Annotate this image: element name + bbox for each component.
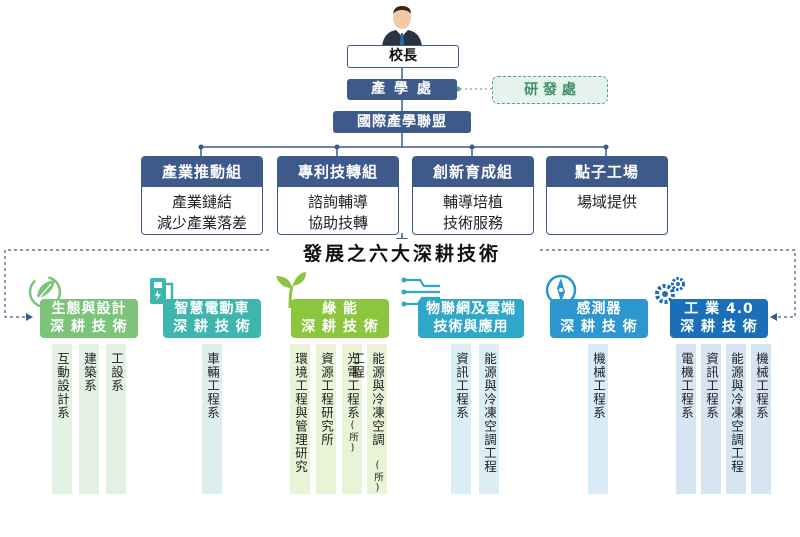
dept-name: 資訊工程系: [704, 352, 719, 420]
tech-subtitle: 深 耕 技 術: [560, 319, 638, 335]
dept-name: 工設系: [109, 352, 124, 393]
dept-column: 能源與冷凍空調工程(所): [350, 344, 387, 495]
dept-name: 能源與冷凍空調工程: [729, 352, 744, 474]
dept-name: 資源工程研究所: [319, 352, 334, 447]
tech-subtitle: 技術與應用: [433, 319, 509, 335]
group-title: 點子工場: [547, 157, 667, 187]
tech-group-smart-ev: 智慧電動車 深 耕 技 術: [163, 299, 261, 338]
tech-title: 物聯網及雲端: [426, 301, 516, 317]
dept-name: 資訊工程系: [454, 352, 469, 420]
dept-name: 互動設計系: [55, 352, 70, 420]
tech-group-iot-cloud: 物聯網及雲端 技術與應用: [418, 299, 524, 338]
tech-title: 綠 能: [322, 301, 358, 317]
office-box: 產 學 處: [347, 79, 457, 100]
dept-column: 互動設計系: [52, 344, 72, 494]
group-line: 減少產業落差: [156, 214, 247, 232]
group-line: 協助技轉: [307, 214, 368, 232]
dept-column: 工設系: [106, 344, 126, 494]
group-line: 產業鏈結: [171, 193, 232, 211]
group-card-patent: 專利技轉組 諮詢輔導協助技轉: [277, 156, 399, 235]
tech-subtitle: 深 耕 技 術: [173, 319, 251, 335]
dept-column: 能源與冷凍空調工程: [726, 344, 746, 494]
dept-column: 光電工程系(所): [342, 344, 362, 494]
rd-office-box: 研 發 處: [492, 76, 608, 104]
dept-column: 機械工程系: [751, 344, 771, 494]
tech-title: 智慧電動車: [174, 301, 250, 317]
group-line: 場域提供: [576, 193, 637, 211]
tech-subtitle: 深 耕 技 術: [50, 319, 128, 335]
six-tech-title: 發展之六大深耕技術: [270, 239, 534, 266]
tech-title: 生態與設計: [51, 301, 127, 317]
group-line: 輔導培植: [442, 193, 503, 211]
group-line: 諮詢輔導: [307, 193, 368, 211]
dept-name: 能源與冷凍空調工程: [482, 352, 497, 474]
dept-name: 能源與冷凍空調工程: [350, 352, 385, 447]
dept-column: 電機工程系: [676, 344, 696, 494]
dept-suffix: (所): [347, 419, 358, 455]
group-card-makerspace: 點子工場 場域提供: [546, 156, 668, 235]
tech-title: 感測器: [576, 301, 622, 317]
dept-name: 環境工程與管理研究: [293, 352, 308, 474]
dept-name: 光電工程系: [345, 352, 360, 420]
group-title: 產業推動組: [142, 157, 262, 187]
dept-name: 機械工程系: [754, 352, 769, 420]
group-line: 技術服務: [442, 214, 503, 232]
dept-column: 資訊工程系: [701, 344, 721, 494]
alliance-box: 國際產學聯盟: [333, 111, 471, 133]
tech-title: 工 業 4.0: [684, 301, 754, 317]
dept-column: 資訊工程系: [451, 344, 471, 494]
dept-name: 建築系: [82, 352, 97, 393]
dept-suffix: (所): [372, 459, 383, 495]
principal-avatar-icon: [382, 6, 422, 46]
dept-column: 環境工程與管理研究: [290, 344, 310, 494]
tech-group-industry40: 工 業 4.0 深 耕 技 術: [670, 299, 768, 338]
tech-subtitle: 深 耕 技 術: [301, 319, 379, 335]
group-card-industry: 產業推動組 產業鏈結減少產業落差: [141, 156, 263, 235]
dept-name: 電機工程系: [679, 352, 694, 420]
dept-column: 資源工程研究所: [316, 344, 336, 494]
dept-name: 車輛工程系: [205, 352, 220, 420]
sprout-icon: [276, 272, 306, 309]
tech-subtitle: 深 耕 技 術: [680, 319, 758, 335]
dept-column: 機械工程系: [588, 344, 608, 494]
dept-column: 能源與冷凍空調工程: [479, 344, 499, 494]
group-title: 創新育成組: [413, 157, 533, 187]
tech-group-sensor: 感測器 深 耕 技 術: [550, 299, 648, 338]
dept-name: 機械工程系: [591, 352, 606, 420]
gears-icon: [655, 277, 685, 304]
tech-group-green-energy: 綠 能 深 耕 技 術: [291, 299, 389, 338]
tech-group-eco-design: 生態與設計 深 耕 技 術: [40, 299, 138, 338]
dept-column: 車輛工程系: [202, 344, 222, 494]
principal-box: 校長: [347, 45, 459, 68]
group-title: 專利技轉組: [278, 157, 398, 187]
group-card-incubation: 創新育成組 輔導培植技術服務: [412, 156, 534, 235]
dept-column: 建築系: [79, 344, 99, 494]
